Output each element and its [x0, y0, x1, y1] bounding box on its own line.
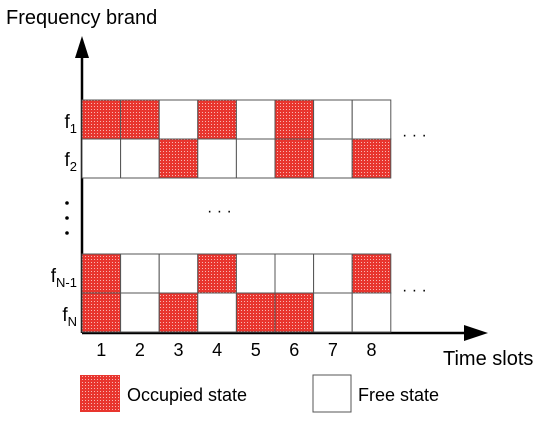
free-cell: [313, 253, 353, 294]
frequency-label: fN: [62, 305, 77, 329]
free-cell: [313, 292, 353, 333]
time-slot-label: 4: [212, 340, 222, 360]
free-cell: [120, 253, 160, 294]
occupied-cell: [81, 292, 122, 333]
occupied-cell: [120, 99, 160, 140]
free-cell: [235, 138, 276, 179]
occupied-cell: [351, 138, 392, 179]
occupied-cell: [274, 138, 315, 179]
legend-free-swatch: [312, 374, 352, 413]
occupied-cell: [274, 99, 315, 140]
occupied-cell: [197, 253, 237, 294]
free-cell: [351, 99, 392, 140]
free-cell: [235, 99, 276, 140]
continuation-dots-bottom: · · ·: [402, 282, 427, 299]
occupied-cell: [158, 138, 199, 179]
occupied-cell: [197, 99, 237, 140]
time-slot-label: 1: [96, 340, 106, 360]
occupied-cell: [81, 99, 122, 140]
occupancy-grid: [81, 99, 392, 333]
free-cell: [313, 138, 353, 179]
vertical-continuation-dots: [65, 201, 69, 235]
legend-occupied-swatch: [80, 375, 120, 412]
legend-free-label: Free state: [358, 385, 439, 405]
time-slot-label: 6: [289, 340, 299, 360]
frequency-label: f2: [64, 150, 77, 174]
free-cell: [120, 292, 160, 333]
time-slot-label: 7: [328, 340, 338, 360]
time-slot-label: 5: [251, 340, 261, 360]
occupied-cell: [81, 253, 122, 294]
time-slot-label: 2: [135, 340, 145, 360]
frequency-label: fN-1: [51, 266, 77, 290]
legend: Occupied state Free state: [80, 374, 439, 413]
free-cell: [158, 99, 199, 140]
free-cell: [235, 253, 276, 294]
free-cell: [197, 292, 237, 333]
legend-occupied-label: Occupied state: [127, 385, 247, 405]
y-axis-arrow: [75, 36, 89, 58]
free-cell: [197, 138, 237, 179]
occupied-cell: [235, 292, 276, 333]
time-slot-labels: 1 2 3 4 5 6 7 8: [96, 340, 376, 360]
occupied-cell: [274, 292, 315, 333]
occupied-cell: [158, 292, 199, 333]
free-cell: [158, 253, 199, 294]
free-cell: [81, 138, 122, 179]
free-cell: [274, 253, 315, 294]
free-cell: [313, 99, 353, 140]
frequency-label: f1: [64, 112, 77, 136]
occupied-cell: [351, 253, 392, 294]
continuation-dots-top: · · ·: [402, 127, 427, 144]
y-axis-title: Frequency brand: [6, 7, 157, 29]
time-slot-label: 8: [366, 340, 376, 360]
x-axis-arrow: [464, 325, 488, 341]
continuation-dots-middle: · · ·: [207, 203, 232, 220]
frequency-labels: f1 f2 fN-1 fN: [51, 112, 77, 329]
x-axis-title: Time slots: [443, 348, 533, 370]
free-cell: [351, 292, 392, 333]
free-cell: [120, 138, 160, 179]
time-slot-label: 3: [173, 340, 183, 360]
